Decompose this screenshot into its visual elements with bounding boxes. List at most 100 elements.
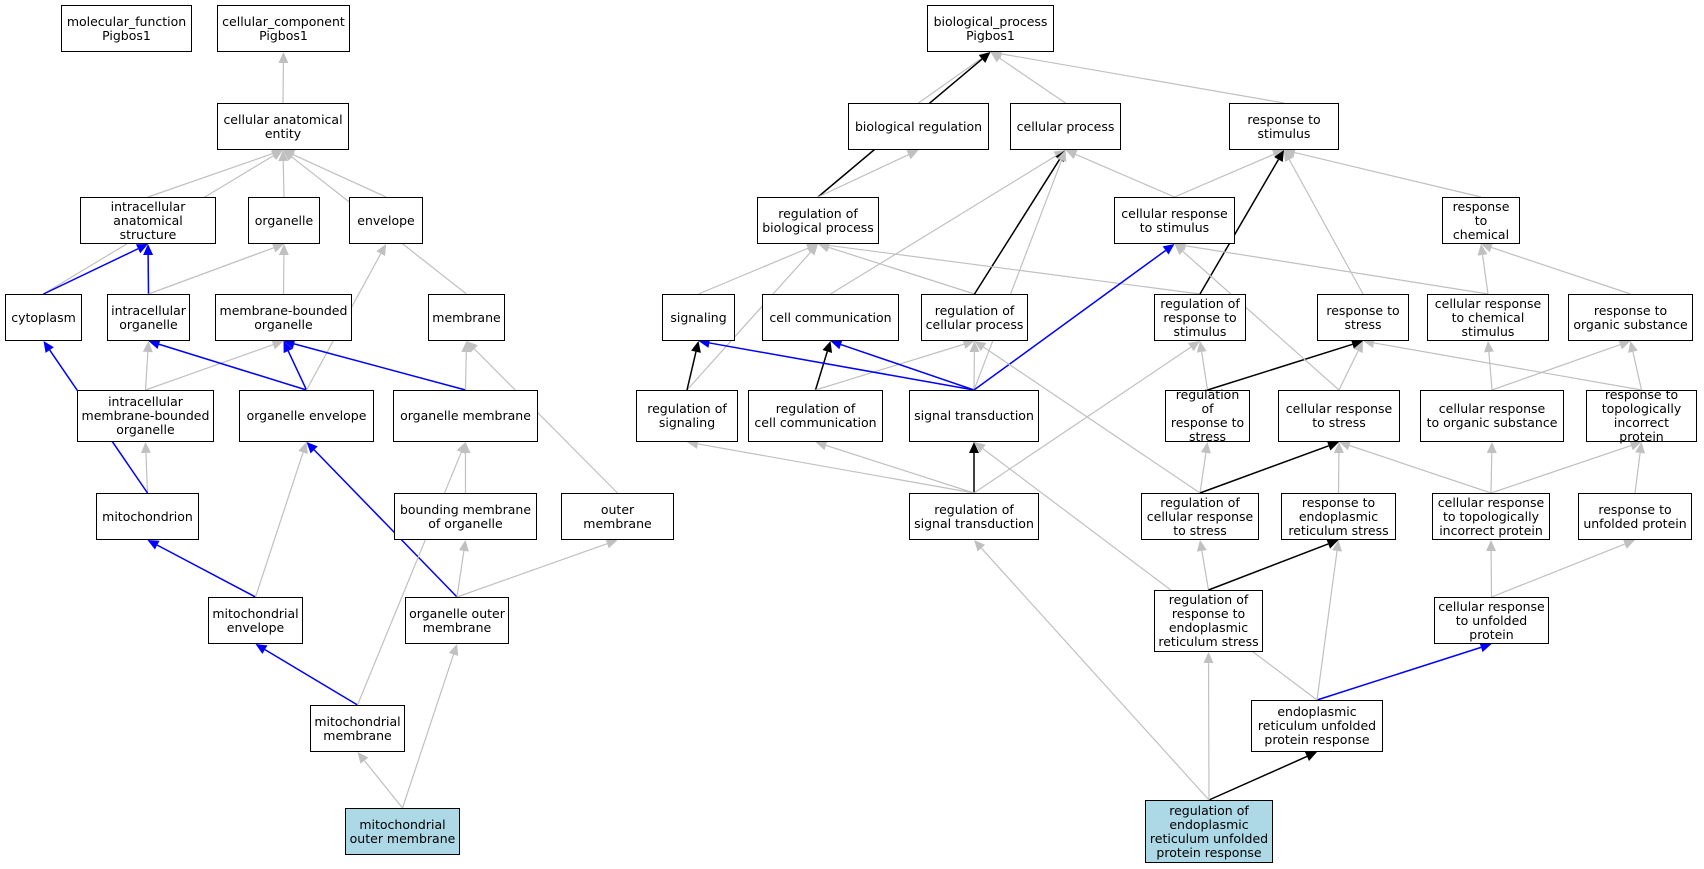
edge-regulation-of-signal-transduction-to-regulation-of-signaling [697, 443, 975, 494]
edge-arrowhead [376, 244, 386, 257]
node-response-to-unfolded-protein: response to unfolded protein [1578, 493, 1692, 540]
edge-response-to-topologically-incorrect-protein-to-response-to-organic-substance [1632, 351, 1643, 391]
edge-regulation-of-response-to-er-stress-to-regulation-of-cellular-response-to-stress [1201, 550, 1210, 591]
edge-cellular-response-to-topologically-incorrect-protein-to-cellular-response-to-organic-substance [1490, 452, 1493, 494]
edge-arrowhead [1481, 242, 1494, 253]
edge-regulation-of-er-upr-to-er-unfolded-protein-response [1208, 755, 1308, 801]
edge-signal-transduction-to-cellular-response-to-stimulus [973, 249, 1167, 391]
node-regulation-of-cell-communication: regulation of cell communication [748, 390, 883, 442]
edge-arrowhead [148, 339, 161, 350]
node-envelope: envelope [349, 197, 423, 244]
edge-mitochondrial-envelope-to-organelle-envelope [254, 452, 304, 598]
edge-arrowhead [1326, 539, 1339, 549]
edge-arrowhead [458, 540, 469, 552]
edge-arrowhead [142, 341, 153, 353]
edge-arrowhead [466, 341, 478, 353]
edge-intracellular-anatomical-structure-to-cellular-anatomical-entity [147, 153, 273, 198]
node-organelle-outer-membrane: organelle outer membrane [405, 597, 509, 644]
node-cellular-response-to-chemical-stimulus: cellular response to chemical stimulus [1427, 294, 1549, 341]
edge-cellular-response-to-stress-to-cellular-response-to-stimulus [1182, 250, 1340, 391]
node-cellular-response-to-unfolded-protein: cellular response to unfolded protein [1434, 597, 1549, 644]
node-cytoplasm: cytoplasm [5, 294, 82, 341]
edge-arrowhead [278, 244, 289, 256]
edge-arrowhead [448, 644, 459, 657]
edge-biological-regulation-to-biological-process [918, 57, 982, 104]
edge-arrowhead [1188, 341, 1200, 352]
node-regulation-of-signal-transduction: regulation of signal transduction [909, 493, 1039, 540]
edge-arrowhead [283, 341, 293, 354]
node-regulation-of-cellular-response-to-stress: regulation of cellular response to stres… [1141, 493, 1259, 540]
node-cellular-component: cellular_component Pigbos1 [217, 5, 350, 52]
edge-arrowhead [815, 440, 828, 451]
node-outer-membrane: outer membrane [561, 493, 674, 540]
edge-arrowhead [306, 442, 318, 454]
edge-arrowhead [974, 341, 987, 352]
node-organelle: organelle [248, 197, 320, 244]
edge-er-unfolded-protein-response-to-signal-transduction [982, 448, 1318, 701]
edge-regulation-of-cell-communication-to-regulation-of-cellular-process [815, 343, 965, 391]
edge-er-unfolded-protein-response-to-response-to-er-stress [1316, 550, 1338, 701]
edge-regulation-of-signal-transduction-to-regulation-of-cell-communication [825, 444, 975, 494]
edge-arrowhead [271, 243, 284, 253]
edge-arrowhead [1618, 339, 1631, 350]
edge-cytoplasm-to-intracellular-anatomical-structure [43, 248, 139, 295]
node-regulation-of-cellular-process: regulation of cellular process [921, 294, 1028, 341]
node-er-unfolded-protein-response: endoplasmic reticulum unfolded protein r… [1251, 700, 1383, 752]
edge-intracellular-organelle-to-organelle [148, 247, 274, 295]
edge-arrowhead [1174, 244, 1187, 256]
node-mitochondrial-membrane: mitochondrial membrane [310, 705, 405, 752]
node-intracellular-anatomical-structure: intracellular anatomical structure [80, 197, 216, 244]
edge-intracellular-mb-organelle-to-membrane-bounded-organelle [145, 344, 274, 391]
edge-arrowhead [1353, 341, 1363, 354]
edge-cellular-response-to-topologically-incorrect-protein-to-cellular-response-to-stress [1349, 444, 1492, 494]
edge-arrowhead [135, 244, 148, 254]
edge-regulation-of-cellular-process-to-cellular-process [973, 158, 1061, 295]
edge-arrowhead [1486, 442, 1497, 454]
node-response-to-organic-substance: response to organic substance [1568, 294, 1693, 341]
node-cell-communication: cell communication [762, 294, 899, 341]
edge-arrowhead [255, 644, 268, 654]
node-biological-regulation: biological regulation [848, 103, 989, 150]
edge-regulation-of-signaling-to-signaling [686, 351, 697, 391]
node-cellular-response-to-topologically-incorrect-protein: cellular response to topologically incor… [1432, 493, 1550, 540]
edge-arrowhead [278, 52, 289, 64]
node-response-to-stress: response to stress [1317, 294, 1409, 341]
edge-response-to-stimulus-to-biological-process [1001, 53, 1285, 104]
edge-outer-membrane-to-membrane [473, 348, 618, 494]
node-mitochondrial-outer-membrane: mitochondrial outer membrane [345, 808, 460, 855]
node-cellular-process: cellular process [1010, 103, 1121, 150]
node-cellular-anatomical-entity: cellular anatomical entity [217, 103, 349, 150]
node-regulation-of-signaling: regulation of signaling [636, 390, 738, 442]
node-biological-process: biological_process Pigbos1 [927, 5, 1054, 52]
edge-cell-communication-to-cellular-process [830, 155, 1057, 295]
node-bounding-membrane: bounding membrane of organelle [394, 493, 537, 540]
node-cellular-response-to-stress: cellular response to stress [1278, 390, 1400, 442]
node-response-to-topologically-incorrect-protein: response to topologically incorrect prot… [1586, 388, 1697, 444]
edge-organelle-outer-membrane-to-organelle-envelope [313, 449, 458, 598]
node-signaling: signaling [662, 294, 735, 341]
edge-cellular-response-to-chemical-stimulus-to-cellular-response-to-stimulus [1185, 245, 1489, 295]
edge-arrowhead [298, 442, 308, 455]
edge-arrowhead [1203, 652, 1214, 664]
edge-arrowhead [822, 341, 833, 353]
edge-arrowhead [691, 341, 701, 353]
edge-cellular-response-to-topologically-incorrect-protein-to-response-to-topologically-incorrect-protein [1490, 444, 1632, 494]
node-membrane: membrane [428, 294, 505, 341]
node-regulation-of-biological-process: regulation of biological process [757, 197, 879, 244]
edge-organelle-outer-membrane-to-outer-membrane [456, 543, 608, 598]
edge-arrowhead [974, 442, 986, 453]
edge-signal-transduction-to-cell-communication [840, 343, 975, 391]
edge-cellular-response-to-stimulus-to-cellular-process [1075, 153, 1175, 198]
edge-arrowhead [1351, 339, 1363, 350]
edge-response-to-topologically-incorrect-protein-to-response-to-stress [1373, 342, 1642, 391]
edge-arrowhead [1284, 150, 1294, 163]
node-response-to-er-stress: response to endoplasmic reticulum stress [1281, 493, 1396, 540]
edge-arrowhead [278, 150, 289, 162]
edge-regulation-of-signaling-to-regulation-of-biological-process [686, 251, 812, 391]
edge-regulation-of-response-to-er-stress-to-response-to-er-stress [1208, 543, 1329, 591]
edge-arrowhead [143, 244, 154, 256]
node-mitochondrial-envelope: mitochondrial envelope [208, 597, 303, 644]
edge-response-to-chemical-to-response-to-stimulus [1294, 151, 1482, 198]
edge-arrowhead [1304, 751, 1317, 762]
edge-arrowhead [270, 150, 283, 160]
